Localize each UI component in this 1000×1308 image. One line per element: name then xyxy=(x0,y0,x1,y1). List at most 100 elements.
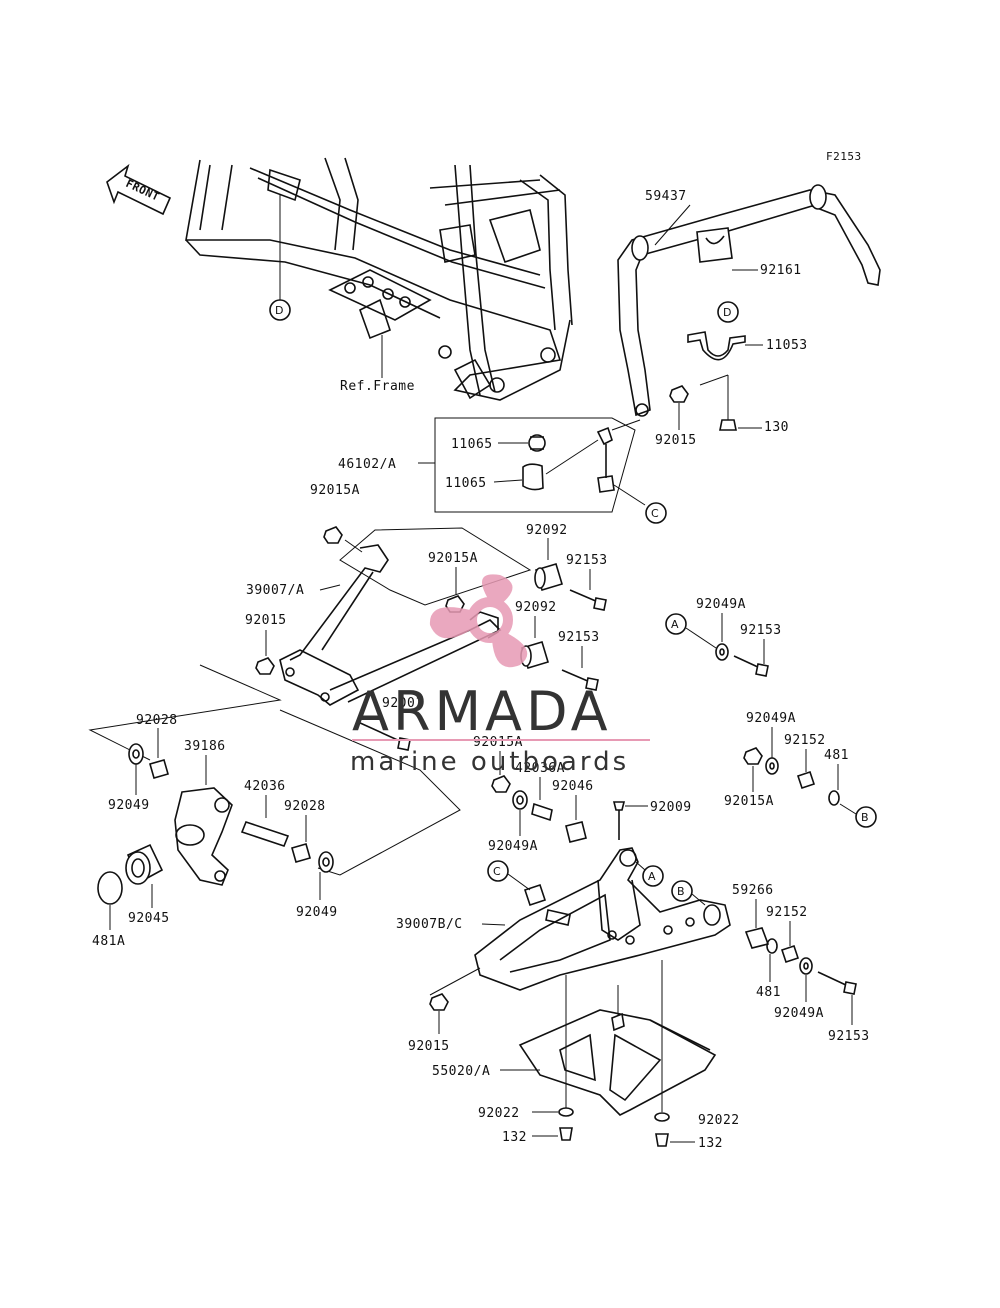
watermark-name: ARMADA xyxy=(352,680,612,743)
nut-92015A-right xyxy=(743,747,763,765)
nut-top-left xyxy=(323,526,343,544)
label-11065-b: 11065 xyxy=(445,476,487,491)
washer-92049-a xyxy=(128,743,144,765)
label-92153-d: 92153 xyxy=(828,1029,870,1044)
callout-a-lower-label: A xyxy=(648,870,656,883)
label-55020: 55020/A xyxy=(432,1064,490,1079)
bushing-92161 xyxy=(696,227,733,263)
figure-code: F2153 xyxy=(826,150,862,163)
armada-logo-icon xyxy=(429,574,528,668)
label-92015A-top: 92015A xyxy=(310,483,360,498)
nut-92015-low xyxy=(429,993,449,1011)
label-92028-b: 92028 xyxy=(284,799,326,814)
label-92046: 92046 xyxy=(552,779,594,794)
label-39007: 39007/A xyxy=(246,583,304,598)
bushing-92092-a xyxy=(534,563,563,591)
nut-92015-top xyxy=(669,385,689,403)
label-92092-a: 92092 xyxy=(526,523,568,538)
nut-92015A-low xyxy=(491,775,511,793)
callout-a-lower xyxy=(642,865,664,887)
stabilizer-bar xyxy=(617,184,881,417)
label-11053: 11053 xyxy=(766,338,808,353)
bolt-132-a xyxy=(559,1127,573,1141)
bracket-11053 xyxy=(687,331,746,361)
label-92015A-low: 92015A xyxy=(473,735,523,750)
label-92049-b: 92049 xyxy=(296,905,338,920)
label-92015-mid: 92015 xyxy=(245,613,287,628)
collar-92028-a xyxy=(149,759,169,779)
label-42036: 42036 xyxy=(244,779,286,794)
washer-92022-a xyxy=(558,1107,574,1117)
label-132-b: 132 xyxy=(698,1136,723,1151)
label-481-a: 481 xyxy=(824,748,849,763)
label-92028-a: 92028 xyxy=(136,713,178,728)
label-11065-a: 11065 xyxy=(451,437,493,452)
collar-92046 xyxy=(565,821,587,843)
bushing-59266 xyxy=(744,927,770,949)
circlip-481A xyxy=(97,871,123,905)
label-92049A-a: 92049A xyxy=(696,597,746,612)
callout-c-link xyxy=(645,502,667,524)
ref-frame-label: Ref.Frame xyxy=(340,379,415,394)
collar-92152-b xyxy=(780,944,800,964)
bolt-132-b xyxy=(655,1133,669,1147)
label-92001: 92001 xyxy=(382,696,424,711)
label-42036A: 42036A xyxy=(515,761,565,776)
callout-b-lower-label: B xyxy=(677,885,685,898)
circlip-481-b xyxy=(766,938,778,954)
label-92153-c: 92153 xyxy=(740,623,782,638)
label-92152-b: 92152 xyxy=(766,905,808,920)
callout-c-lower-label: C xyxy=(493,865,501,878)
sleeve-42036A xyxy=(531,802,553,822)
nut-92015-mid xyxy=(255,657,275,675)
label-92015-top: 92015 xyxy=(655,433,697,448)
skid-plate-55020 xyxy=(518,960,717,1116)
callout-b-lower xyxy=(671,880,693,902)
washer-92049A-c xyxy=(765,757,779,775)
callout-d-frame-label: D xyxy=(275,304,283,317)
screw-92009 xyxy=(612,801,626,840)
label-92153-a: 92153 xyxy=(566,553,608,568)
label-92152-a: 92152 xyxy=(784,733,826,748)
lower-arm-39007B xyxy=(429,847,731,996)
label-92049A-c: 92049A xyxy=(746,711,796,726)
sleeve-42036 xyxy=(240,821,290,847)
label-92049-a: 92049 xyxy=(108,798,150,813)
bolt-130 xyxy=(719,419,737,431)
frame-drawing xyxy=(185,157,573,401)
label-92045: 92045 xyxy=(128,911,170,926)
knuckle-group-box xyxy=(88,664,461,876)
label-92049A-b: 92049A xyxy=(488,839,538,854)
upper-arm-39007 xyxy=(279,527,532,706)
washer-92022-b xyxy=(654,1112,670,1122)
label-481-b: 481 xyxy=(756,985,781,1000)
label-92161: 92161 xyxy=(760,263,802,278)
front-arrow-icon: FRONT xyxy=(106,163,172,216)
callout-d-bracket-label: D xyxy=(723,306,731,319)
washer-92049A-b xyxy=(512,790,528,810)
callout-a-right xyxy=(665,613,687,635)
label-92049A-d: 92049A xyxy=(774,1006,824,1021)
label-92009: 92009 xyxy=(650,800,692,815)
label-92015A-mid: 92015A xyxy=(428,551,478,566)
watermark-tagline: marine outboards xyxy=(350,747,629,777)
bolt-92153-c xyxy=(733,655,769,677)
bolt-92153-d xyxy=(817,971,857,995)
label-59266: 59266 xyxy=(732,883,774,898)
knuckle-39186 xyxy=(174,787,233,886)
label-92092-b: 92092 xyxy=(515,600,557,615)
bolt-92153-a xyxy=(569,589,607,611)
callout-c-lower xyxy=(487,860,509,882)
label-130: 130 xyxy=(764,420,789,435)
washer-92049-b xyxy=(318,851,334,873)
link-assembly-box xyxy=(418,417,646,513)
label-39007B: 39007B/C xyxy=(396,917,463,932)
label-92022-b: 92022 xyxy=(698,1113,740,1128)
label-132-a: 132 xyxy=(502,1130,527,1145)
callout-d-bracket xyxy=(717,301,739,323)
washer-92049A-a xyxy=(715,643,729,661)
washer-92049A-d xyxy=(799,957,813,975)
callout-b-right-label: B xyxy=(861,811,869,824)
label-92015-low: 92015 xyxy=(408,1039,450,1054)
